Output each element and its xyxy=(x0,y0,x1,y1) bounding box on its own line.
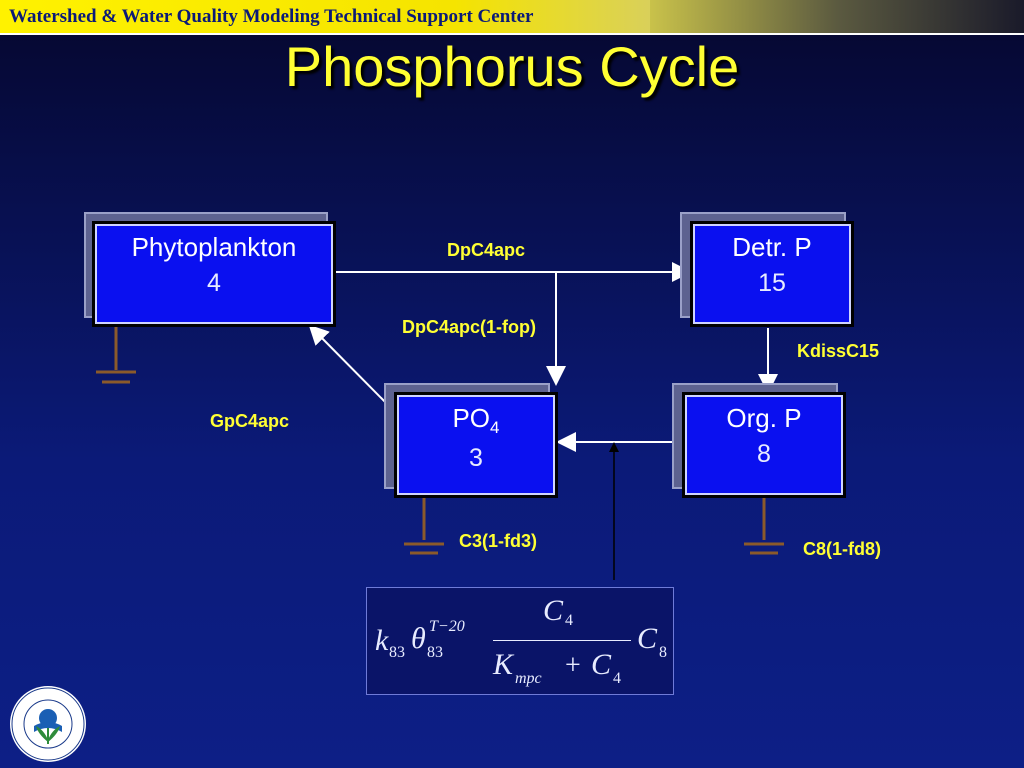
page-title: Phosphorus Cycle xyxy=(284,35,740,98)
org-name: Watershed & Water Quality Modeling Techn… xyxy=(9,6,534,27)
formula-numerator: C xyxy=(543,594,564,627)
org-p-number: 8 xyxy=(757,440,771,468)
phytoplankton-label: Phytoplankton xyxy=(131,232,297,262)
po4-label: PO4 xyxy=(397,403,555,438)
arrow-po4-to-phyto xyxy=(308,324,394,411)
formula-den-c-sub: 4 xyxy=(613,670,621,687)
rate-formula: k 83 θ T−20 83 C 4 K mpc + C 4 C 8 xyxy=(366,587,674,695)
label-kdissc15: KdissC15 xyxy=(797,341,880,361)
arrow-formula-pointer-head xyxy=(609,442,619,452)
po4-box: PO4 3 xyxy=(394,392,558,498)
sink-phyto xyxy=(96,326,136,384)
epa-seal-logo xyxy=(10,686,86,762)
formula-den-k-sub: mpc xyxy=(515,670,542,687)
label-c3-fd3: C3(1-fd3) xyxy=(459,531,538,551)
formula-theta: θ xyxy=(411,622,426,655)
formula-theta-sup: T−20 xyxy=(429,618,465,635)
detr-p-number: 15 xyxy=(758,269,786,297)
label-dpc4apc: DpC4apc xyxy=(447,240,526,260)
po4-label-sub: 4 xyxy=(490,418,500,438)
formula-k-sub: 83 xyxy=(389,644,405,661)
sink-po4 xyxy=(404,496,444,555)
label-dpc4apc-fop: DpC4apc(1-fop) xyxy=(402,317,536,337)
detr-p-box: Detr. P 15 xyxy=(690,221,854,327)
sink-orgp xyxy=(744,496,784,555)
header-banner: Watershed & Water Quality Modeling Techn… xyxy=(0,0,650,35)
formula-tail-sub: 8 xyxy=(659,644,667,661)
formula-den-c: C xyxy=(591,648,612,681)
formula-numerator-sub: 4 xyxy=(565,612,573,629)
label-c8-fd8: C8(1-fd8) xyxy=(803,539,882,559)
formula-theta-sub: 83 xyxy=(427,644,443,661)
org-p-box: Org. P 8 xyxy=(682,392,846,498)
formula-tail: C xyxy=(637,622,658,655)
org-p-label: Org. P xyxy=(726,403,802,433)
po4-number: 3 xyxy=(469,444,483,473)
formula-k: k xyxy=(375,624,389,657)
formula-den-k: K xyxy=(493,648,514,681)
formula-plus: + xyxy=(565,650,581,681)
formula-fraction-bar xyxy=(493,640,631,641)
label-gpc4apc: GpC4apc xyxy=(210,411,290,431)
detr-p-label: Detr. P xyxy=(732,232,812,262)
phytoplankton-box: Phytoplankton 4 xyxy=(92,221,336,327)
phytoplankton-number: 4 xyxy=(207,269,221,297)
header-banner-fade xyxy=(650,0,1024,35)
po4-label-main: PO xyxy=(452,403,491,433)
